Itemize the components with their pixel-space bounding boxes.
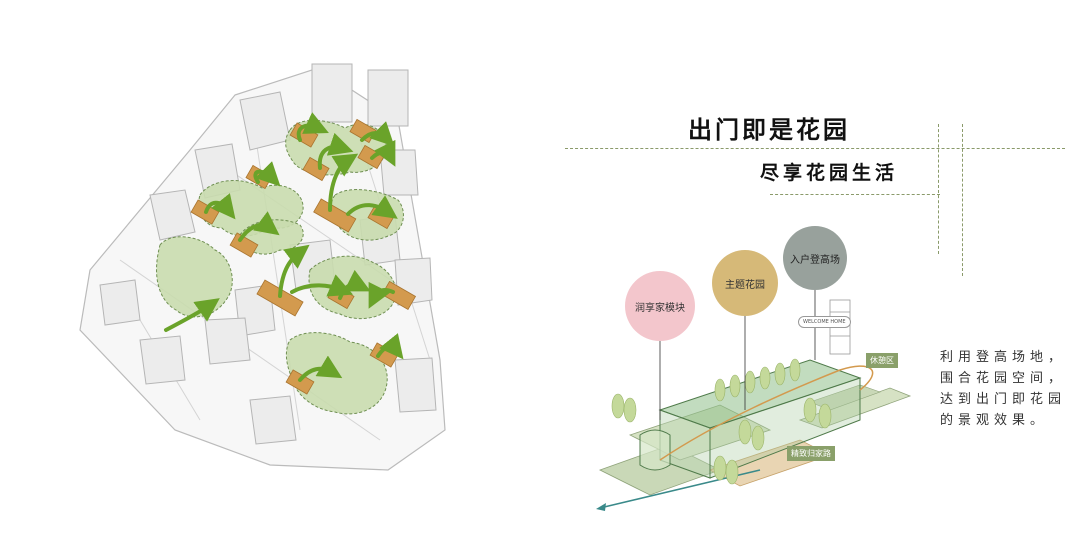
description-line-1: 利用登高场地， <box>940 350 1067 365</box>
entry-platforms <box>190 118 417 395</box>
circulation-arrows <box>164 112 404 382</box>
bubble-theme-garden: 主题花园 <box>712 250 778 316</box>
description-line-2: 围合花园空间， <box>940 371 1067 386</box>
tag-rest-area: 休憩区 <box>866 353 898 368</box>
headline-vertical-rule-right <box>962 124 963 276</box>
approach-arrow-head <box>596 503 606 511</box>
bubble-entry-platform: 入户登高场 <box>783 226 847 290</box>
site-plan-illustration <box>79 63 446 471</box>
bubble-theme-garden-label: 主题花园 <box>725 279 765 291</box>
bubble-entry-platform-label: 入户登高场 <box>790 254 840 266</box>
welcome-sign: WELCOME HOME <box>798 316 851 328</box>
description-line-4: 的景观效果。 <box>940 413 1049 428</box>
orange-path <box>659 365 874 461</box>
page-title: 出门即是花园 <box>688 115 850 144</box>
trees <box>611 358 832 485</box>
subtitle-rule <box>770 194 940 195</box>
description-line-3: 达到出门即花园 <box>940 392 1067 407</box>
bubble-module: 润享家模块 <box>625 271 695 341</box>
building-volume <box>639 359 862 479</box>
headline-rule <box>565 148 1065 149</box>
garden-area-left <box>156 236 233 318</box>
tag-home-path: 精致归家路 <box>787 446 835 461</box>
description-text: 利用登高场地， 围合花园空间， 达到出门即花园 的景观效果。 <box>940 347 1068 431</box>
headline-vertical-rule-left <box>938 124 939 254</box>
bubble-module-label: 润享家模块 <box>635 302 685 314</box>
page-subtitle: 尽享花园生活 <box>760 162 899 184</box>
